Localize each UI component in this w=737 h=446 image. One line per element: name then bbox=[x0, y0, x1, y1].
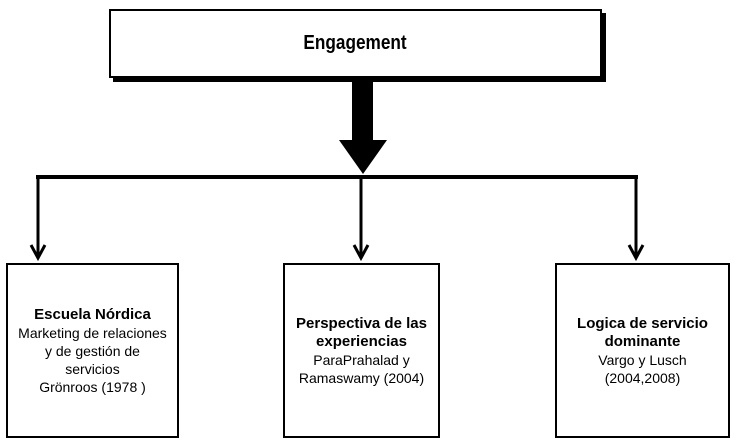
child-node-body: Vargo y Lusch (2004,2008) bbox=[598, 351, 686, 387]
child-node-body: Marketing de relaciones y de gestión de … bbox=[18, 324, 167, 396]
branch-arrowhead-right bbox=[627, 244, 645, 262]
child-node-perspectiva-experiencias: Perspectiva de las experiencias ParaPrah… bbox=[283, 263, 440, 438]
body-line: Vargo y Lusch bbox=[598, 351, 687, 368]
body-line: servicios bbox=[65, 360, 120, 377]
child-node-escuela-nordica: Escuela Nórdica Marketing de relaciones … bbox=[6, 263, 179, 438]
body-line: Grönroos (1978 ) bbox=[39, 378, 146, 395]
child-node-title: Perspectiva de las experiencias bbox=[296, 315, 427, 351]
body-line: ParaPrahalad y bbox=[313, 351, 410, 368]
body-line: Ramaswamy (2004) bbox=[298, 369, 425, 386]
title-line: dominante bbox=[604, 332, 681, 350]
main-arrow-shaft bbox=[352, 78, 373, 140]
distribution-bar bbox=[36, 175, 638, 179]
root-node-label: Engagement bbox=[303, 32, 408, 54]
child-node-title: Escuela Nórdica bbox=[34, 306, 151, 324]
body-line: y de gestión de bbox=[45, 342, 140, 359]
title-line: Escuela Nórdica bbox=[34, 305, 151, 323]
root-node: Engagement bbox=[109, 9, 602, 78]
branch-arrowhead-middle bbox=[352, 244, 370, 262]
body-line: (2004,2008) bbox=[604, 369, 681, 386]
title-line: Perspectiva de las bbox=[296, 314, 427, 332]
main-arrow-head bbox=[339, 140, 387, 174]
title-line: experiencias bbox=[316, 332, 407, 350]
branch-arrowhead-left bbox=[29, 244, 47, 262]
body-line: Marketing de relaciones bbox=[18, 324, 167, 341]
child-node-logica-servicio: Logica de servicio dominante Vargo y Lus… bbox=[555, 263, 730, 438]
title-line: Logica de servicio bbox=[577, 314, 708, 332]
child-node-title: Logica de servicio dominante bbox=[577, 315, 708, 351]
child-node-body: ParaPrahalad y Ramaswamy (2004) bbox=[299, 351, 424, 387]
